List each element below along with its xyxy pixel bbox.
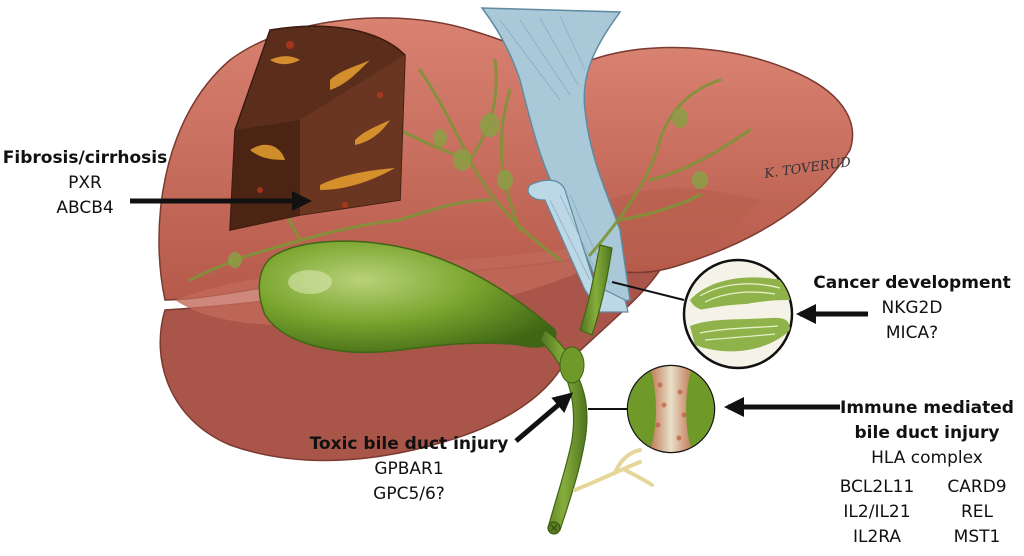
immune-genes-right: CARD9 REL MST1 — [932, 475, 1022, 550]
fibrosis-heading: Fibrosis/cirrhosis — [2, 148, 168, 168]
immune-gene: IL2/IL21 — [843, 502, 911, 522]
cancer-gene: MICA? — [885, 323, 939, 343]
cancer-magnified-duct — [682, 258, 794, 370]
pancreatic-duct — [573, 448, 654, 492]
immune-gene: MST1 — [953, 527, 1001, 547]
immune-annotation: Immune mediated bile duct injury HLA com… — [832, 396, 1022, 471]
cancer-heading: Cancer development — [813, 273, 1011, 293]
immune-gene: REL — [960, 502, 994, 522]
fibrotic-wedge — [229, 25, 406, 231]
cancer-annotation: Cancer development NKG2D MICA? — [800, 271, 1024, 346]
cancer-gene: NKG2D — [881, 298, 943, 318]
toxic-gene: GPBAR1 — [374, 459, 444, 479]
toxic-arrow — [514, 392, 574, 443]
immune-gene: IL2RA — [852, 527, 902, 547]
immune-heading-line2: bile duct injury — [854, 423, 1000, 443]
toxic-annotation: Toxic bile duct injury GPBAR1 GPC5/6? — [296, 432, 522, 507]
toxic-gene: GPC5/6? — [373, 484, 445, 504]
immune-genes-left: BCL2L11 IL2/IL21 IL2RA — [826, 475, 928, 550]
fibrosis-gene: PXR — [68, 173, 102, 193]
immune-hla-complex: HLA complex — [871, 448, 983, 468]
cancer-connector — [611, 281, 685, 301]
immune-heading-line1: Immune mediated — [840, 398, 1014, 418]
fibrosis-annotation: Fibrosis/cirrhosis PXR ABCB4 — [0, 146, 170, 221]
gallbladder — [258, 240, 557, 353]
immune-magnified-duct — [626, 364, 716, 454]
falciform-ligament — [480, 7, 631, 306]
immune-gene: BCL2L11 — [839, 477, 915, 497]
fibrosis-gene: ABCB4 — [56, 198, 114, 218]
immune-gene: CARD9 — [947, 477, 1007, 497]
toxic-heading: Toxic bile duct injury — [309, 434, 509, 454]
